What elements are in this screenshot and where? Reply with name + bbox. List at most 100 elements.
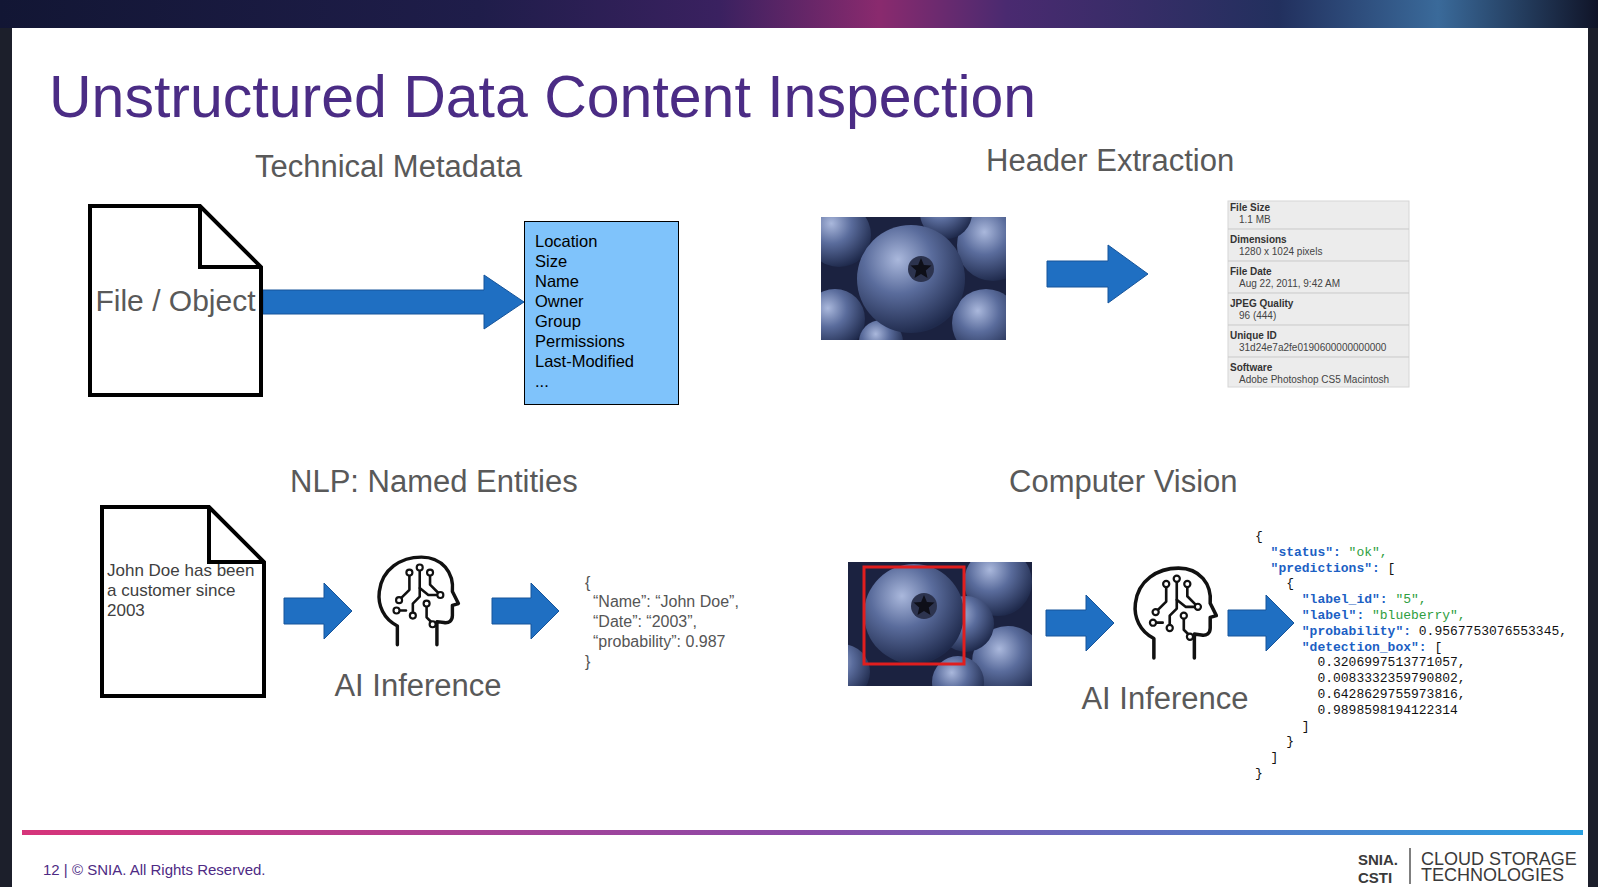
graphic-part	[396, 597, 402, 603]
json-bracket: ]	[1271, 750, 1279, 766]
json-line: 0.0083332359790802,	[1255, 671, 1466, 687]
graphic-part	[417, 564, 423, 570]
icon-caption: AI Inference	[1081, 679, 1248, 718]
graphic-part	[1135, 568, 1216, 658]
section-heading: NLP: Named Entities	[290, 462, 578, 501]
json-text: {	[585, 573, 590, 593]
node-text: ...	[535, 371, 549, 391]
graphic-part	[410, 613, 416, 619]
footer-rule	[22, 830, 1583, 835]
json-line: "detection_box": [	[1255, 640, 1442, 656]
brain-icon	[379, 557, 458, 645]
brain-icon	[1135, 568, 1216, 658]
document-border	[90, 206, 261, 395]
json-string: "5",	[1395, 592, 1426, 608]
property-value: 1280 x 1024 pixels	[1239, 245, 1322, 258]
json-key: "probability":	[1302, 624, 1411, 640]
graphic-part	[857, 225, 965, 333]
graphic-part	[1135, 568, 1216, 658]
graphic-part	[1228, 357, 1409, 358]
json-line: "status":"ok",	[1255, 545, 1388, 561]
json-text: “Date”: “2003”,	[593, 612, 697, 632]
graphic-part	[864, 567, 964, 664]
graphic-part	[1187, 586, 1196, 605]
graphic-part	[379, 557, 458, 645]
json-line: 0.9898598194122314	[1255, 703, 1458, 719]
graphic-part	[437, 592, 443, 598]
property-name: Software	[1230, 361, 1272, 374]
node-text: File / Object	[95, 283, 255, 319]
json-key: "detection_box":	[1302, 640, 1427, 656]
json-line: }	[1255, 734, 1294, 750]
graphic-part	[1047, 245, 1148, 303]
json-line: {	[1255, 529, 1263, 545]
blueberry-photo	[814, 548, 1044, 708]
graphic-part	[430, 621, 436, 627]
graphic-part	[1228, 325, 1409, 326]
property-name: Unique ID	[1230, 329, 1277, 342]
graphic-part	[908, 256, 934, 282]
document-shape: File / Object	[88, 204, 263, 397]
property-name: File Date	[1230, 265, 1272, 278]
json-number: 0.9567753076553345,	[1419, 624, 1567, 640]
graphic-part	[1174, 576, 1180, 582]
json-line: "probability": 0.9567753076553345,	[1255, 624, 1567, 640]
graphic-part	[1228, 229, 1409, 230]
graphic-part	[805, 289, 865, 349]
graphic-part	[1184, 617, 1189, 635]
graphic-part	[492, 583, 559, 639]
json-line: }	[1255, 766, 1263, 782]
json-number: 0.3206997513771057,	[1317, 655, 1465, 671]
graphic-part	[284, 583, 352, 639]
json-text: “Name”: “John Doe”,	[593, 592, 739, 612]
graphic-part	[424, 601, 430, 607]
graphic-part	[393, 607, 399, 613]
graphic-part	[952, 289, 1020, 357]
property-name: Dimensions	[1230, 233, 1287, 246]
graphic-part	[1177, 600, 1196, 607]
graphic-part	[864, 564, 964, 664]
document-border	[102, 507, 264, 696]
property-value: 96 (444)	[1239, 309, 1276, 322]
graphic-part	[1228, 595, 1294, 651]
graphic-part	[807, 203, 871, 267]
logo-text: CSTI	[1358, 868, 1392, 887]
property-value: Adobe Photoshop CS5 Macintosh	[1239, 373, 1389, 386]
json-key: "status":	[1271, 545, 1341, 561]
json-text: “probability”: 0.987	[593, 632, 726, 652]
slide-title: Unstructured Data Content Inspection	[49, 63, 1036, 131]
graphic-part	[1228, 261, 1409, 262]
json-bracket: }	[1255, 766, 1263, 782]
graphic-part	[430, 574, 439, 593]
property-value: 1.1 MB	[1239, 213, 1271, 226]
json-number: 0.9898598194122314	[1317, 703, 1457, 719]
graphic-part	[1046, 595, 1114, 651]
graphic-part	[1228, 293, 1409, 294]
section-heading: Header Extraction	[986, 141, 1234, 180]
graphic-part	[911, 258, 932, 278]
graphic-part	[914, 595, 935, 615]
metadata-box: LocationSizeNameOwnerGroupPermissionsLas…	[524, 221, 679, 405]
graphic-part	[413, 569, 420, 614]
graphic-part	[1181, 613, 1187, 619]
json-text: }	[585, 652, 590, 672]
graphic-part	[1184, 581, 1190, 587]
document-fold	[209, 507, 264, 562]
json-string: "blueberry",	[1372, 608, 1466, 624]
section-heading: Computer Vision	[1009, 462, 1238, 501]
graphic-part	[1170, 580, 1177, 626]
property-name: JPEG Quality	[1230, 297, 1293, 310]
section-heading: Technical Metadata	[255, 147, 522, 186]
document-fold	[200, 206, 261, 267]
json-bracket: {	[1286, 576, 1294, 592]
node-text: Permissions	[535, 331, 625, 351]
blueberry-photo	[805, 187, 1029, 364]
graphic-part	[1150, 620, 1156, 626]
json-number: 0.6428629755973816,	[1317, 687, 1465, 703]
json-bracket: [	[1434, 640, 1442, 656]
graphic-part	[1157, 586, 1166, 611]
json-line: 0.6428629755973816,	[1255, 687, 1466, 703]
